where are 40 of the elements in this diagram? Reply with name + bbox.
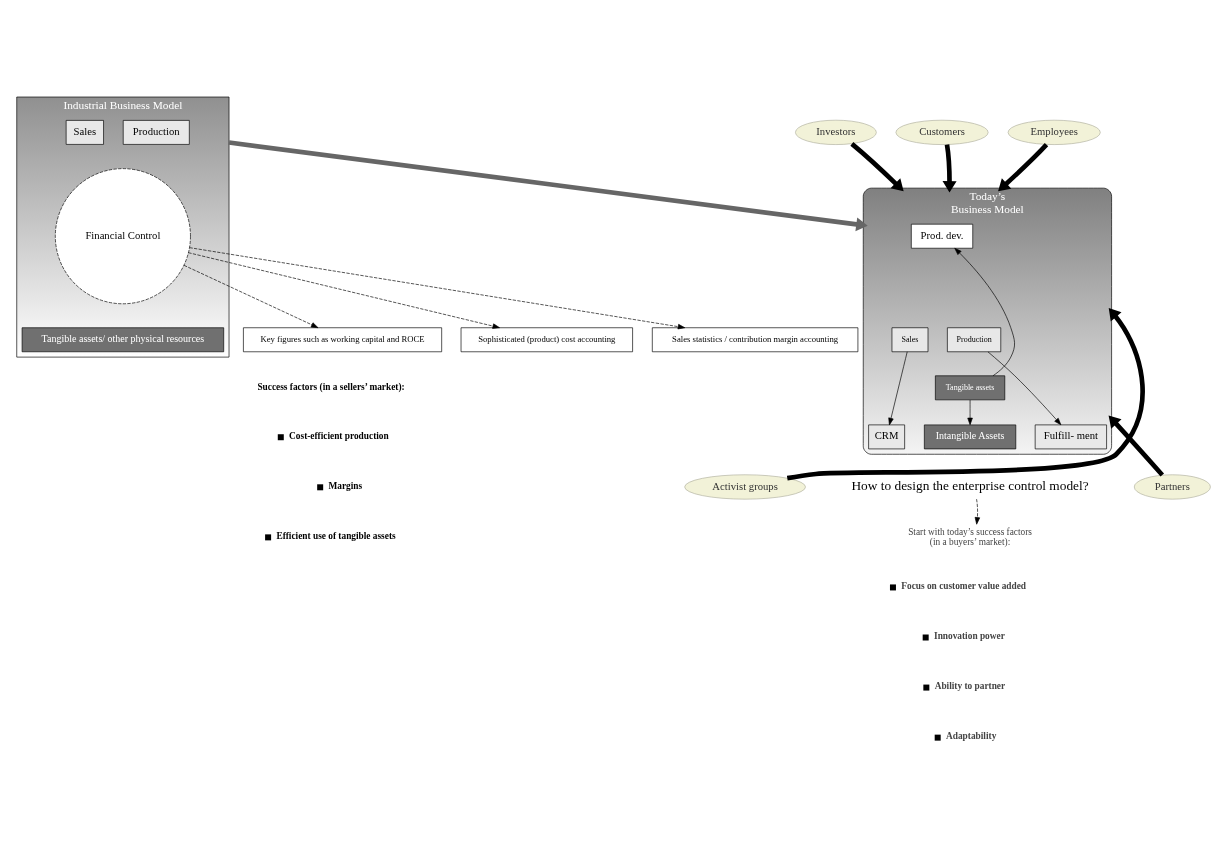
- arrow: [786, 308, 1145, 481]
- arrow: [942, 144, 957, 193]
- node-text: How to design the enterprise control model?: [851, 478, 1089, 494]
- node-ellipse: Activist groups: [684, 474, 806, 500]
- arrow: [850, 142, 904, 192]
- node-ellipse: Employees: [1007, 119, 1101, 145]
- arrow: [183, 265, 319, 329]
- node-box: Production: [122, 120, 190, 145]
- arrow: [888, 351, 908, 426]
- arrow: [954, 247, 1015, 377]
- node-box: Sophisticated (product) cost accounting: [460, 327, 633, 353]
- arrow: [987, 351, 1062, 426]
- arrow: [1108, 415, 1165, 477]
- arrow: [974, 498, 981, 525]
- label: Focus on customer value added: [901, 581, 1027, 592]
- node-text: Start with today’s success factors (in a buyers’ market):: [908, 526, 1032, 547]
- node-ellipse: Investors: [795, 119, 877, 145]
- node-box: Sales: [65, 120, 104, 145]
- label: Efficient use of tangible assets: [276, 531, 396, 542]
- label: Ability to partner: [934, 681, 1006, 692]
- arrow: [967, 399, 973, 426]
- node-box: Prod. dev.: [911, 223, 974, 249]
- label: Margins: [328, 481, 363, 492]
- label: Innovation power: [934, 631, 1005, 642]
- label: Adaptability: [946, 731, 997, 742]
- node-box: Tangible assets/ other physical resources: [21, 327, 225, 353]
- label: Cost-efficient production: [289, 431, 389, 442]
- node-circle: Financial Control: [55, 168, 191, 305]
- node-box: Intangible Assets: [924, 424, 1017, 450]
- arrow: [228, 140, 868, 232]
- node-ellipse: Partners: [1133, 474, 1211, 500]
- arrow: [189, 247, 686, 330]
- node-box: Key figures such as working capital and ROCE: [243, 327, 442, 353]
- node-box: Sales statistics / contribution margin accounting: [651, 327, 859, 353]
- label: Success factors (in a sellers’ market):: [257, 381, 405, 392]
- node-box: CRM: [868, 424, 905, 450]
- arrow: [998, 143, 1049, 192]
- node-box: Fulfill- ment: [1034, 424, 1107, 450]
- node-ellipse: Customers: [895, 119, 989, 145]
- arrow: [188, 252, 500, 329]
